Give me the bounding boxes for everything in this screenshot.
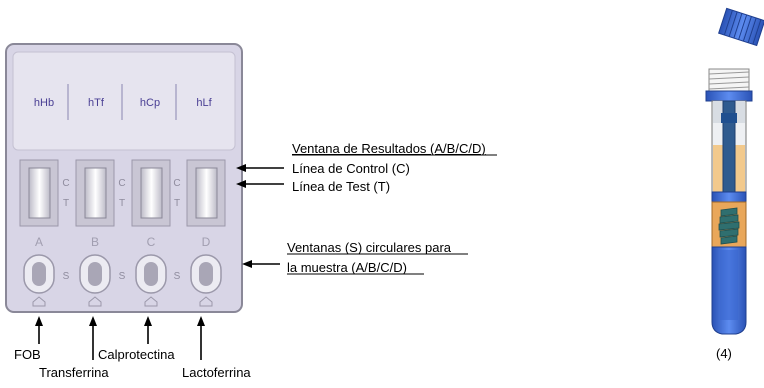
result-window-a bbox=[19, 159, 59, 227]
bottom-arrows bbox=[35, 316, 205, 360]
sample-arrow-icon bbox=[32, 296, 213, 307]
control-mark-c: C bbox=[173, 178, 180, 189]
brush-icon bbox=[718, 207, 740, 245]
label-calprotectina: Calprotectina bbox=[98, 347, 175, 362]
window-letter-d: D bbox=[202, 235, 211, 249]
label-transferrina: Transferrina bbox=[39, 365, 109, 380]
sample-mark-b: S bbox=[119, 271, 126, 282]
sample-well-d bbox=[190, 254, 222, 294]
result-window-d bbox=[186, 159, 226, 227]
window-letter-b: B bbox=[91, 235, 99, 249]
control-mark-a: C bbox=[62, 178, 69, 189]
window-letter-a: A bbox=[35, 235, 43, 249]
control-line-label: Línea de Control (C) bbox=[292, 161, 410, 176]
test-line-label: Línea de Test (T) bbox=[292, 179, 390, 194]
label-lactoferrina: Lactoferrina bbox=[182, 365, 251, 380]
sample-well-a bbox=[23, 254, 55, 294]
marker-label-hcp: hCp bbox=[140, 97, 160, 109]
test-mark-b: T bbox=[119, 198, 125, 209]
test-mark-a: T bbox=[63, 198, 69, 209]
result-window-b bbox=[75, 159, 115, 227]
sample-mark-a: S bbox=[63, 271, 70, 282]
control-mark-b: C bbox=[118, 178, 125, 189]
test-cassette: hHb hTf hCp hLf C T C T C T A B C D bbox=[5, 43, 243, 313]
callout-arrows bbox=[236, 164, 284, 268]
marker-panel bbox=[12, 51, 236, 151]
tube-label: (4) bbox=[716, 346, 732, 361]
marker-label-htf: hTf bbox=[88, 97, 105, 109]
sample-windows-label-1: Ventanas (S) circulares para bbox=[287, 240, 452, 255]
test-mark-c: T bbox=[174, 198, 180, 209]
sample-collection-tube bbox=[705, 7, 764, 335]
marker-label-hhb: hHb bbox=[34, 97, 54, 109]
sample-well-c bbox=[135, 254, 167, 294]
sample-well-b bbox=[79, 254, 111, 294]
label-fob: FOB bbox=[14, 347, 41, 362]
sample-mark-c: S bbox=[174, 271, 181, 282]
marker-label-hlf: hLf bbox=[196, 97, 212, 109]
results-window-label: Ventana de Resultados (A/B/C/D) bbox=[292, 141, 486, 156]
window-letter-c: C bbox=[147, 235, 156, 249]
result-window-c bbox=[131, 159, 171, 227]
tube-cap bbox=[718, 7, 764, 47]
sample-windows-label-2: la muestra (A/B/C/D) bbox=[287, 260, 407, 275]
